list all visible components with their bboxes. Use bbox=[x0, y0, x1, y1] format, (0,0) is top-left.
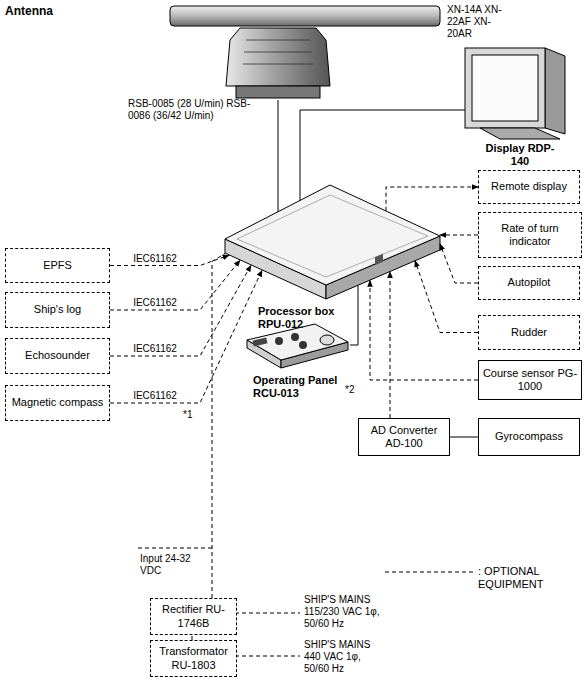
box-label: Ship's log bbox=[34, 303, 81, 316]
box-label: Remote display bbox=[491, 180, 567, 193]
connector bbox=[110, 270, 262, 403]
power-label: SHIP'S MAINS 115/230 VAC 1φ, 50/60 Hz bbox=[304, 594, 384, 630]
equipment-box: Transformator RU-1803 bbox=[150, 640, 237, 677]
connector bbox=[440, 244, 478, 283]
interface-label: IEC61162 bbox=[132, 390, 178, 401]
equipment-box: Rudder bbox=[478, 315, 580, 350]
box-label: Course sensor PG-1000 bbox=[482, 367, 578, 393]
equipment-box: Remote display bbox=[478, 170, 580, 204]
operating-panel-illustration bbox=[247, 324, 348, 368]
connector bbox=[278, 100, 279, 212]
equipment-box: Autopilot bbox=[478, 266, 580, 300]
display-illustration bbox=[465, 48, 565, 139]
power-label: SHIP'S MAINS 440 VAC 1φ, 50/60 Hz bbox=[304, 639, 384, 675]
equipment-box: Rectifier RU-1746B bbox=[150, 598, 237, 635]
box-label: Rectifier RU-1746B bbox=[154, 603, 233, 629]
box-label: Rudder bbox=[511, 326, 547, 339]
connector bbox=[350, 286, 358, 345]
connector bbox=[390, 272, 391, 418]
connector bbox=[110, 265, 251, 356]
processor-box: Processor box RPU-012 bbox=[225, 185, 440, 303]
footnote-mark: *2 bbox=[345, 384, 365, 396]
equipment-box: Ship's log bbox=[5, 292, 110, 328]
box-label: EPFS bbox=[43, 259, 72, 272]
equipment-box: AD Converter AD-100 bbox=[358, 418, 450, 456]
equipment-label: Processor box RPU-012 bbox=[258, 305, 350, 331]
equipment-box: Echosounder bbox=[5, 338, 110, 374]
connector bbox=[110, 260, 240, 310]
equipment-label: XN-14A XN-22AF XN-20AR bbox=[447, 4, 505, 40]
equipment-box: Gyrocompass bbox=[478, 418, 580, 456]
box-label: Magnetic compass bbox=[12, 396, 104, 409]
equipment-label: RSB-0085 (28 U/min) RSB-0086 (36/42 U/mi… bbox=[128, 98, 253, 122]
connector bbox=[386, 187, 478, 211]
box-label: AD Converter AD-100 bbox=[362, 424, 446, 450]
equipment-box: EPFS bbox=[5, 248, 110, 283]
antenna: AntennaXN-14A XN-22AF XN-20ARRSB-0085 (2… bbox=[0, 0, 440, 100]
connector bbox=[440, 235, 478, 236]
connector bbox=[415, 261, 478, 333]
processor-box-illustration bbox=[225, 185, 440, 299]
box-label: Rate of turn indicator bbox=[482, 222, 578, 248]
connector bbox=[450, 437, 478, 438]
box-label: Gyrocompass bbox=[495, 430, 563, 443]
legend-text: : OPTIONAL EQUIPMENT bbox=[478, 565, 578, 591]
footnote-mark: *1 bbox=[183, 409, 203, 421]
equipment-label: Operating Panel RCU-013 bbox=[253, 374, 353, 400]
equipment-box: Rate of turn indicator bbox=[478, 212, 582, 258]
antenna-illustration bbox=[170, 6, 440, 98]
equipment-box: Magnetic compass bbox=[5, 385, 110, 421]
connector bbox=[370, 280, 478, 380]
box-label: Transformator RU-1803 bbox=[154, 645, 233, 671]
equipment-label: Antenna bbox=[5, 4, 85, 18]
box-label: Autopilot bbox=[508, 276, 551, 289]
display: Display RDP-140 bbox=[465, 48, 570, 140]
legend-line-sample bbox=[385, 572, 474, 573]
connector bbox=[212, 253, 225, 598]
interface-label: IEC61162 bbox=[132, 297, 178, 308]
interface-label: IEC61162 bbox=[132, 253, 178, 264]
power-label: Input 24-32 VDC bbox=[140, 553, 212, 577]
box-label: Echosounder bbox=[25, 349, 90, 362]
operating-panel: Operating Panel RCU-013 bbox=[245, 320, 350, 370]
interface-label: IEC61162 bbox=[132, 343, 178, 354]
equipment-label: Display RDP-140 bbox=[485, 142, 555, 168]
equipment-box: Course sensor PG-1000 bbox=[478, 360, 582, 400]
